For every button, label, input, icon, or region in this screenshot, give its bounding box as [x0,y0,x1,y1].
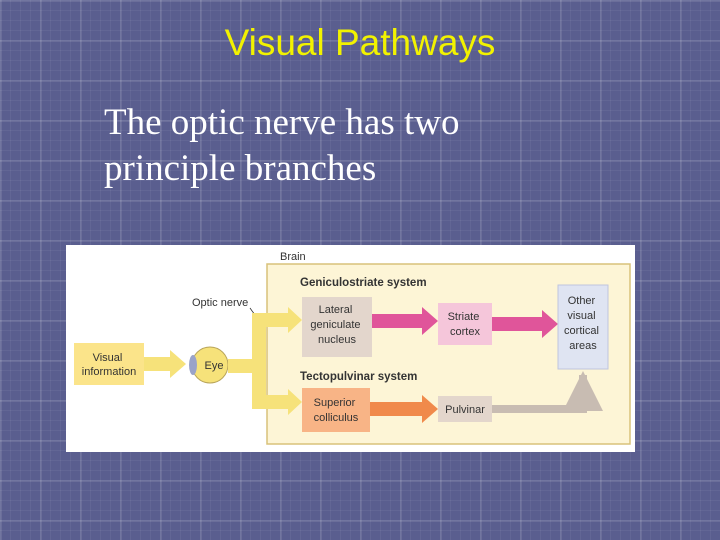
pulvinar-box [438,396,492,422]
visual-pathways-diagram: Brain Geniculostriate system Tectopulvin… [66,245,635,452]
lateral-geniculate-nucleus-box [302,297,372,357]
input-arrow [144,350,186,378]
visual-information-box [74,343,144,385]
colliculus-to-pulvinar-arrow [370,395,438,423]
striate-to-other-arrow [492,310,558,338]
optic-nerve-branch [228,307,302,415]
striate-cortex-box [438,303,492,345]
other-visual-cortical-areas-box [557,284,609,370]
pulvinar-to-other-arrow [492,371,603,413]
superior-colliculus-label: Superior colliculus [314,397,359,424]
eye-label: Eye [205,360,224,372]
brain-label: Brain [280,251,306,263]
visual-information-label: Visual information [82,352,136,378]
slide-body-text: The optic nerve has two principle branch… [104,100,604,192]
lgn-to-striate-arrow [372,307,438,335]
slide-title: Visual Pathways [224,22,496,63]
body-line-1: The optic nerve has two [104,102,460,143]
body-line-2: principle branches [104,148,377,189]
superior-colliculus-box [302,388,370,432]
tectopulvinar-system-label: Tectopulvinar system [300,371,417,383]
other-visual-cortical-areas-label: Other visual cortical areas [564,295,602,352]
striate-cortex-label: Striate cortex [448,311,483,338]
pulvinar-label: Pulvinar [445,404,485,416]
lateral-geniculate-nucleus-label: Lateral geniculate nucleus [310,304,363,346]
geniculostriate-system-label: Geniculostriate system [300,277,427,289]
pupil-icon [189,355,197,375]
optic-nerve-label: Optic nerve [192,297,248,309]
